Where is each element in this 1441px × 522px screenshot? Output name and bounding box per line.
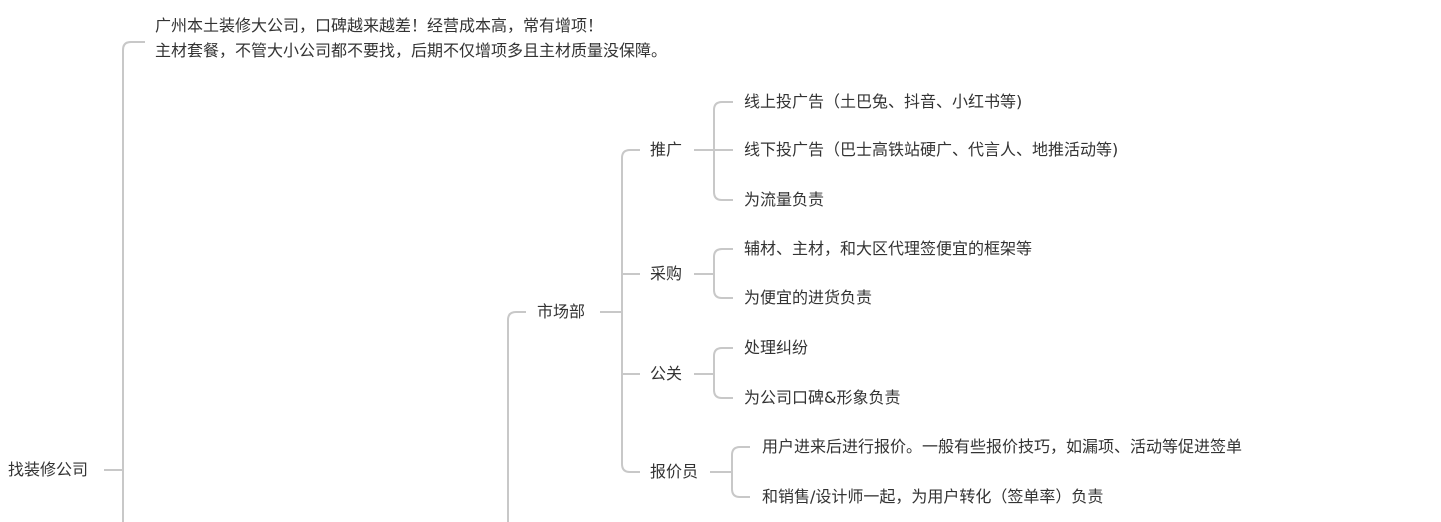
- node-market-dept[interactable]: 市场部: [537, 302, 586, 321]
- leaf-offline-ads[interactable]: 线下投广告（巴士高铁站硬广、代言人、地推活动等): [744, 140, 1119, 159]
- leaf-conversion[interactable]: 和销售/设计师一起，为用户转化（签单率）负责: [762, 487, 1104, 506]
- node-pr[interactable]: 公关: [650, 364, 683, 383]
- leaf-cheap-stock[interactable]: 为便宜的进货负责: [744, 288, 873, 307]
- leaf-online-ads[interactable]: 线上投广告（土巴兔、抖音、小红书等): [744, 92, 1023, 111]
- node-promotion[interactable]: 推广: [650, 140, 683, 159]
- node-quoter[interactable]: 报价员: [650, 462, 699, 481]
- leaf-materials[interactable]: 辅材、主材，和大区代理签便宜的框架等: [744, 239, 1033, 258]
- leaf-quoting[interactable]: 用户进来后进行报价。一般有些报价技巧，如漏项、活动等促进签单: [762, 437, 1243, 456]
- root-node[interactable]: 找装修公司: [8, 460, 89, 479]
- leaf-disputes[interactable]: 处理纠纷: [744, 338, 809, 357]
- node-purchasing[interactable]: 采购: [650, 264, 683, 283]
- note-line-2[interactable]: 主材套餐，不管大小公司都不要找，后期不仅增项多且主材质量没保障。: [155, 41, 668, 60]
- note-line-1[interactable]: 广州本土装修大公司，口碑越来越差！经营成本高，常有增项！: [155, 16, 604, 35]
- leaf-traffic[interactable]: 为流量负责: [744, 190, 825, 209]
- leaf-reputation[interactable]: 为公司口碑&形象负责: [744, 388, 901, 407]
